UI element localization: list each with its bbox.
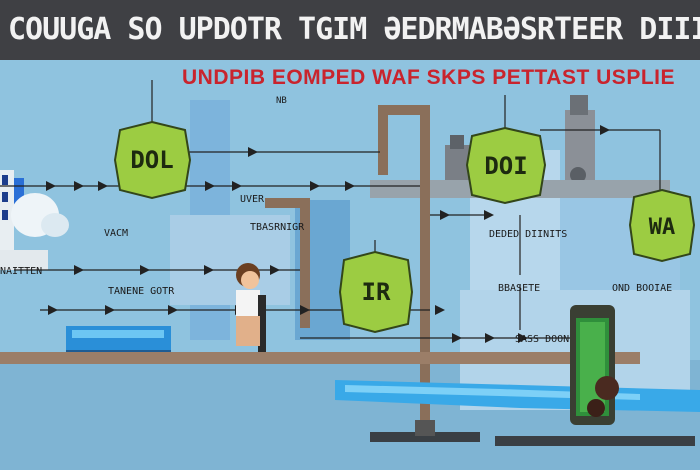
tank-icon	[570, 305, 619, 425]
arrow	[204, 265, 214, 275]
box-label: DOI	[484, 152, 527, 180]
box-label: DOL	[130, 146, 173, 174]
box-label: IR	[362, 278, 391, 306]
title-bar: COUUGA SO UPDOTR TGIM ƏEDRMABƏSRTEER DII…	[0, 0, 700, 60]
label-nb: NB	[276, 96, 287, 106]
waterfall-icon	[0, 170, 69, 270]
label-uver: UVER	[240, 194, 265, 205]
label-vacm: VACM	[104, 228, 129, 239]
arrow	[98, 181, 108, 191]
platform	[0, 352, 640, 364]
label-naitten: NAITTEN	[0, 266, 43, 277]
basin	[66, 326, 171, 354]
label-tanene-gotr: TANENE GOTR	[108, 286, 175, 297]
arrow	[518, 333, 528, 343]
arrow	[232, 181, 242, 191]
arrow	[345, 181, 355, 191]
process-box-dol: DOL	[113, 120, 192, 200]
arrow	[270, 265, 280, 275]
drop-lines	[151, 80, 661, 330]
arrow	[484, 210, 494, 220]
process-box-wa: WA	[628, 188, 696, 263]
arrow	[74, 265, 84, 275]
diagram-title: COUUGA SO UPDOTR TGIM ƏEDRMABƏSRTEER DII…	[8, 12, 700, 47]
process-box-doi: DOI	[465, 126, 547, 205]
arrow	[300, 305, 310, 315]
arrow	[140, 265, 150, 275]
arrow	[440, 210, 450, 220]
arrow	[435, 305, 445, 315]
arrow	[105, 305, 115, 315]
ground-fixtures	[370, 420, 695, 446]
arrow	[168, 305, 178, 315]
arrow	[46, 181, 56, 191]
label-ond-booiae: OND BOOIAE	[612, 283, 673, 294]
arrow	[600, 125, 610, 135]
arrow	[310, 181, 320, 191]
pump-icon	[445, 95, 595, 185]
structure-block-1	[170, 215, 290, 305]
arrow	[452, 333, 462, 343]
label-deded-diinits: DEDED DIINITS	[489, 229, 568, 240]
box-label: WA	[649, 215, 676, 240]
arrow	[485, 333, 495, 343]
arrow	[48, 305, 58, 315]
arrow	[74, 181, 84, 191]
diagram-subtitle: UNDPIB EOMPED WAF SKPS PETTAST USPLIE	[182, 66, 675, 89]
arrow	[248, 147, 258, 157]
process-box-ir: IR	[338, 250, 414, 334]
label-sass-doon: SASS DOON	[515, 334, 570, 345]
label-bbasete: BBASETE	[498, 283, 541, 294]
arrow	[205, 181, 215, 191]
main-pipe	[265, 105, 430, 425]
label-tbasrnigr: TBASRNIGR	[250, 222, 305, 233]
person-icon	[236, 263, 266, 353]
